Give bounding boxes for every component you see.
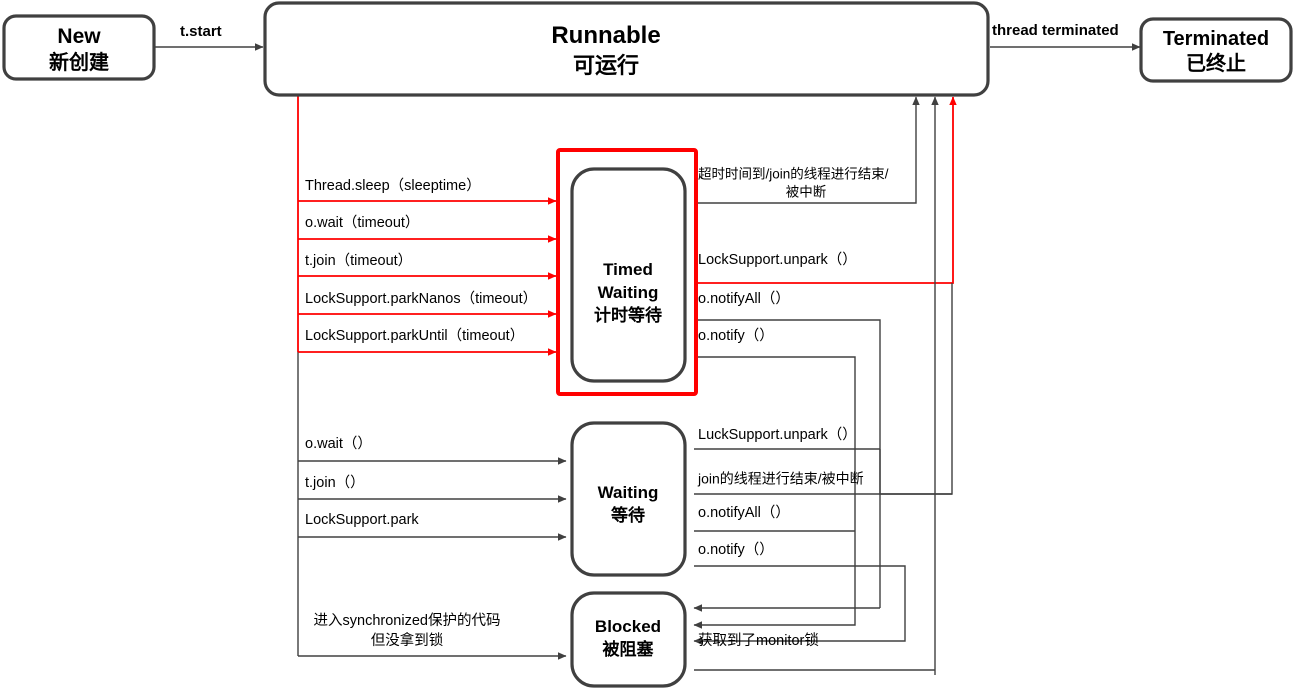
- label-timeout-join-interrupt-2: 被中断: [786, 185, 827, 200]
- return-corridor-outer: [694, 283, 953, 495]
- label-locksupport-unpark-timed: LockSupport.unpark（）: [698, 251, 857, 268]
- label-o-notify-timed: o.notify（）: [698, 327, 774, 344]
- label-t-join: t.join（）: [305, 474, 365, 491]
- label-acquired-monitor-lock: 获取到了monitor锁: [698, 632, 819, 649]
- label-join-finished-interrupted: join的线程进行结束/被中断: [697, 471, 864, 487]
- label-parknanos: LockSupport.parkNanos（timeout）: [305, 290, 537, 307]
- state-waiting-label-en: Waiting: [598, 483, 659, 502]
- label-o-notifyall-waiting: o.notifyAll（）: [698, 504, 790, 521]
- label-enter-synchronized-1: 进入synchronized保护的代码: [314, 612, 501, 629]
- state-node-blocked[interactable]: Blocked 被阻塞: [570, 591, 687, 688]
- label-o-notifyall-timed: o.notifyAll（）: [698, 290, 790, 307]
- state-node-new[interactable]: New 新创建: [2, 14, 156, 81]
- state-blocked-label-en: Blocked: [595, 617, 661, 636]
- state-timed-waiting-label-zh: 计时等待: [594, 305, 662, 325]
- label-thread-terminated: thread terminated: [992, 22, 1119, 39]
- label-lucksupport-unpark: LuckSupport.unpark（）: [698, 426, 857, 443]
- state-node-timed-waiting[interactable]: Timed Waiting 计时等待: [570, 167, 687, 383]
- label-o-notify-waiting: o.notify（）: [698, 541, 774, 558]
- label-o-wait: o.wait（）: [305, 435, 372, 452]
- timed-waiting-highlight: [556, 148, 698, 396]
- edge-corridor-to-blocked-2: [693, 560, 856, 629]
- edge-waiting-notify: [693, 565, 906, 645]
- state-new-label-en: New: [57, 25, 101, 48]
- state-node-runnable[interactable]: Runnable 可运行: [263, 1, 990, 97]
- edge-timedwaiting-to-runnable-1: [694, 96, 920, 204]
- state-blocked-label-zh: 被阻塞: [603, 639, 655, 659]
- edge-timedwaiting-to-runnable-red: [694, 96, 957, 284]
- state-new-label-zh: 新创建: [49, 50, 109, 74]
- label-timeout-join-interrupt-1: 超时时间到/join的线程进行结束/: [698, 167, 889, 182]
- state-timed-waiting-label-en-1: Timed: [603, 260, 653, 279]
- state-terminated-label-en: Terminated: [1163, 28, 1269, 50]
- label-t-join-timeout: t.join（timeout）: [305, 252, 412, 269]
- state-node-waiting[interactable]: Waiting 等待: [570, 421, 687, 577]
- label-t-start: t.start: [180, 23, 222, 40]
- state-terminated-label-zh: 已终止: [1186, 51, 1246, 75]
- label-locksupport-park: LockSupport.park: [305, 512, 419, 528]
- label-parkuntil: LockSupport.parkUntil（timeout）: [305, 327, 524, 344]
- label-enter-synchronized-2: 但没拿到锁: [371, 631, 444, 649]
- state-runnable-label-en: Runnable: [551, 22, 660, 49]
- label-thread-sleep: Thread.sleep（sleeptime）: [305, 177, 481, 194]
- edge-timedwaiting-notifyall: [694, 319, 952, 495]
- state-runnable-label-zh: 可运行: [573, 53, 639, 78]
- state-waiting-label-zh: 等待: [611, 505, 645, 525]
- state-node-terminated[interactable]: Terminated 已终止: [1139, 17, 1293, 83]
- edge-timedwaiting-notify: [694, 356, 856, 560]
- label-o-wait-timeout: o.wait（timeout）: [305, 214, 419, 231]
- state-timed-waiting-label-en-2: Waiting: [598, 283, 659, 302]
